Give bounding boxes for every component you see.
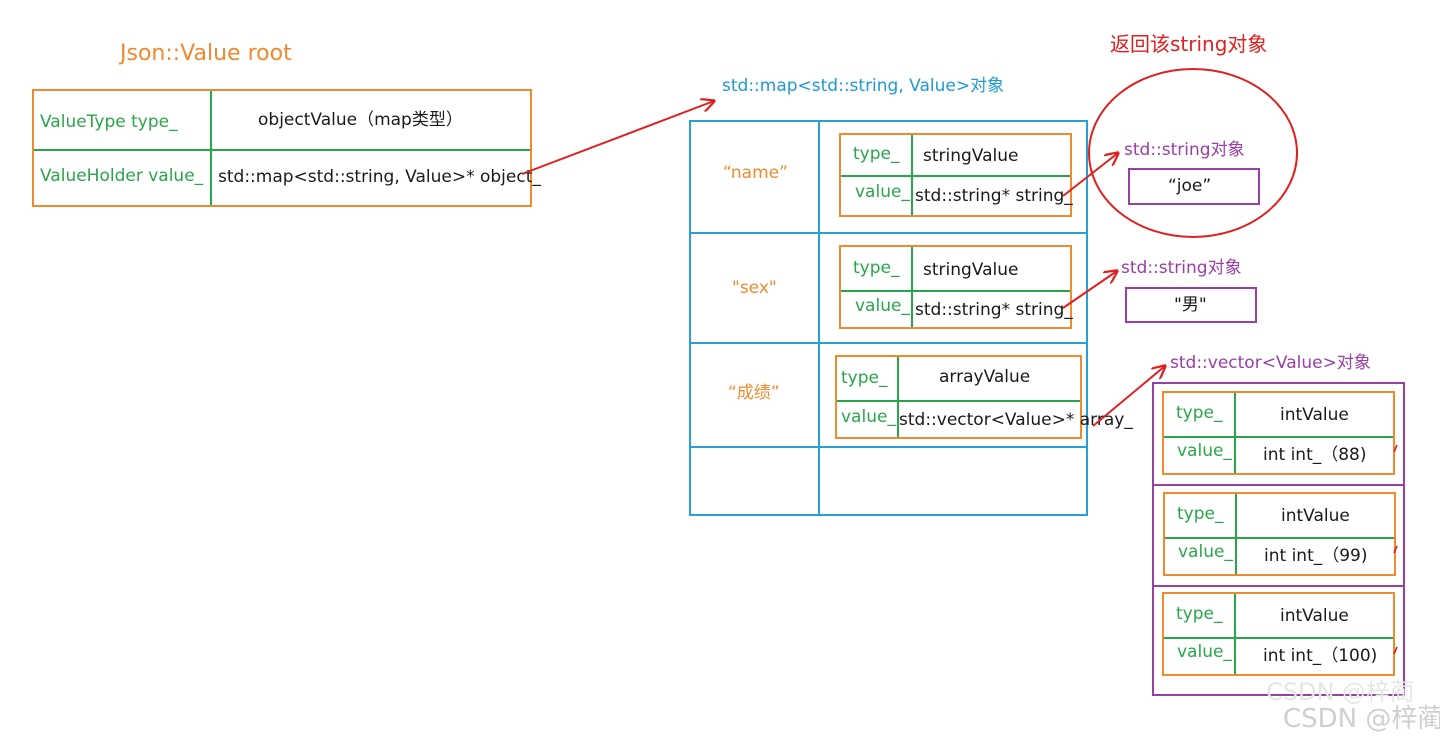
- vector-title: std::vector<Value>对象: [1170, 353, 1371, 373]
- arrow-score-to-vector: [1092, 366, 1165, 427]
- entry-value-value: std::string* string_: [915, 300, 1073, 320]
- arrow-sex-to-string: [1062, 271, 1117, 309]
- root-type-label: ValueType type_: [40, 112, 178, 132]
- item-type-label: type_: [1177, 504, 1224, 524]
- entry-value-value: std::vector<Value>* array_: [899, 410, 1133, 430]
- entry-divider-v: [897, 357, 899, 437]
- item-type-value: intValue: [1280, 606, 1349, 626]
- vector-divider-2: [1154, 585, 1403, 587]
- entry-value-value: std::string* string_: [915, 186, 1073, 206]
- string-box-joe: “joe”: [1128, 168, 1260, 205]
- vector-item-88: type_ intValue value_ int int_（88): [1162, 391, 1395, 475]
- map-divider-v: [818, 122, 820, 514]
- map-entry-sex-value: type_ stringValue value_ std::string* st…: [839, 245, 1073, 329]
- entry-type-label: type_: [853, 258, 900, 278]
- item-value-value: int int_（100): [1263, 646, 1378, 666]
- item-value-value: int int_（88): [1263, 445, 1367, 465]
- vector-box: [1152, 382, 1405, 696]
- entry-type-label: type_: [853, 144, 900, 164]
- map-table: [689, 120, 1088, 516]
- root-title: Json::Value root: [120, 41, 292, 66]
- arrow-root-to-map: [521, 101, 714, 175]
- entry-divider-h: [841, 175, 1070, 177]
- vector-divider-1: [1154, 484, 1403, 486]
- string-box-sex: "男": [1125, 287, 1257, 323]
- map-title: std::map<std::string, Value>对象: [722, 76, 1005, 96]
- return-string-circle: [1088, 68, 1298, 238]
- entry-value-label: value_: [855, 296, 910, 316]
- map-entry-name-value: type_ stringValue value_ std::string* st…: [839, 133, 1073, 217]
- arrow-name-to-string: [1062, 153, 1118, 197]
- vector-item-100: type_ intValue value_ int int_（100): [1162, 592, 1395, 676]
- map-divider-h1: [691, 232, 1086, 234]
- entry-type-value: stringValue: [923, 146, 1019, 166]
- string-title-sex: std::string对象: [1121, 258, 1242, 278]
- vector-tick-2: [1393, 545, 1398, 554]
- root-holder-value: std::map<std::string, Value>* object_: [218, 167, 541, 187]
- item-value-value: int int_（99): [1264, 546, 1368, 566]
- root-value-box: ValueType type_ objectValue（map类型） Value…: [32, 89, 541, 207]
- map-key-sex: "sex": [732, 278, 777, 298]
- entry-type-value: stringValue: [923, 260, 1019, 280]
- return-note: 返回该string对象: [1110, 32, 1268, 56]
- root-type-value: objectValue（map类型）: [258, 110, 463, 130]
- item-value-label: value_: [1178, 542, 1233, 562]
- watermark: CSDN @梓蔺: [1266, 678, 1415, 706]
- string-value-sex: "男": [1174, 295, 1207, 315]
- entry-divider-h: [837, 400, 1080, 402]
- entry-type-value: arrayValue: [939, 367, 1031, 387]
- entry-type-label: type_: [841, 368, 888, 388]
- item-value-label: value_: [1177, 441, 1232, 461]
- map-divider-h2: [691, 342, 1086, 344]
- item-divider-h: [1164, 637, 1393, 639]
- item-divider-v: [1234, 393, 1236, 473]
- vector-tick-3: [1393, 646, 1398, 655]
- item-type-label: type_: [1176, 403, 1223, 423]
- entry-value-label: value_: [855, 182, 910, 202]
- item-type-value: intValue: [1280, 405, 1349, 425]
- entry-divider-v: [911, 247, 913, 327]
- item-type-label: type_: [1176, 604, 1223, 624]
- item-divider-v: [1234, 594, 1236, 674]
- root-divider-h: [34, 149, 530, 151]
- string-title-joe: std::string对象: [1124, 140, 1245, 160]
- map-entry-score-value: type_ arrayValue value_ std::vector<Valu…: [835, 355, 1133, 439]
- item-divider-v: [1235, 494, 1237, 574]
- string-value-joe: “joe”: [1168, 176, 1212, 196]
- vector-tick-1: [1393, 444, 1398, 453]
- item-divider-h: [1164, 436, 1393, 438]
- entry-value-label: value_: [841, 407, 896, 427]
- map-key-score: “成绩”: [728, 383, 780, 403]
- entry-divider-h: [841, 290, 1070, 292]
- root-holder-label: ValueHolder value_: [40, 166, 204, 186]
- map-key-name: “name”: [723, 163, 788, 183]
- vector-item-99: type_ intValue value_ int int_（99): [1163, 492, 1396, 576]
- item-divider-h: [1165, 537, 1394, 539]
- map-divider-h3: [691, 446, 1086, 448]
- item-type-value: intValue: [1281, 506, 1350, 526]
- watermark-front: CSDN @梓蔺: [1283, 704, 1440, 734]
- root-divider-v: [210, 91, 212, 205]
- item-value-label: value_: [1177, 642, 1232, 662]
